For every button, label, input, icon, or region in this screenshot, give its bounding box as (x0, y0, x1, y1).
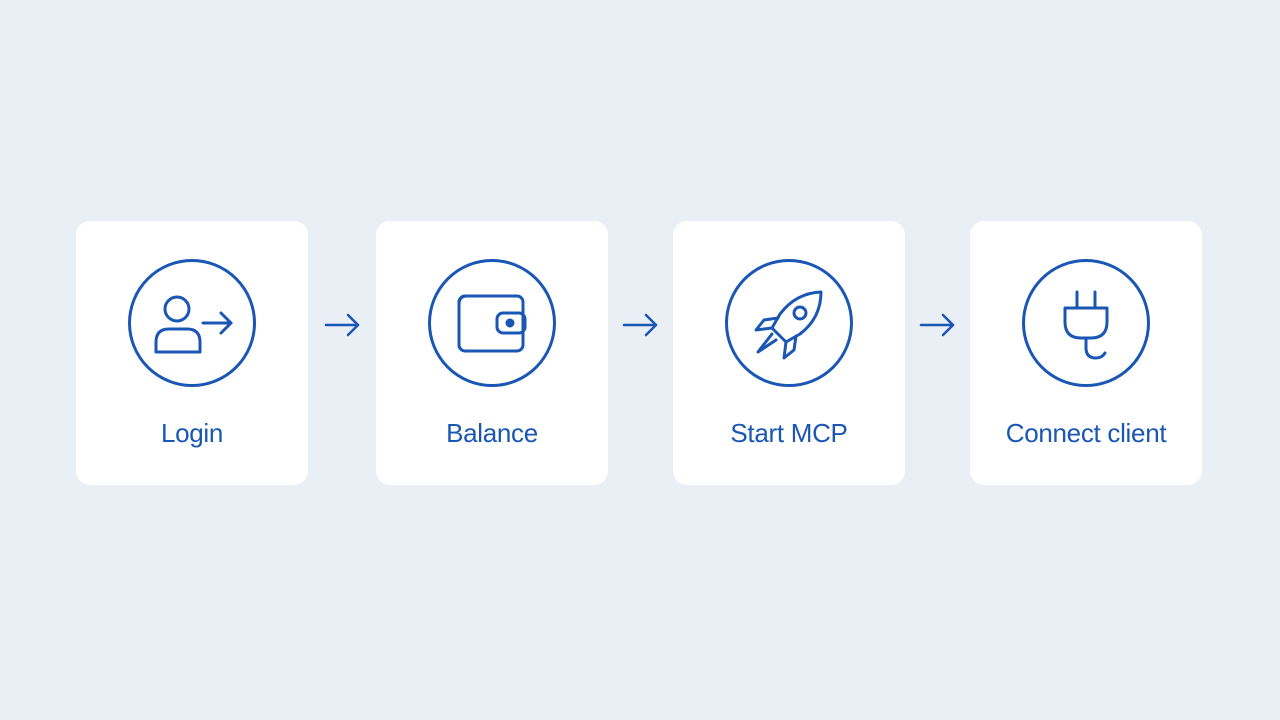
user-login-icon (128, 259, 256, 387)
step-label-login: Login (160, 418, 224, 448)
arrow-right-icon (322, 310, 362, 340)
arrow-right-icon (917, 310, 957, 340)
step-card-start-mcp: Start MCP (673, 221, 905, 485)
plug-icon (1022, 259, 1150, 387)
step-card-login: Login (76, 221, 308, 485)
step-label-balance: Balance (446, 418, 538, 448)
arrow-right-icon (620, 310, 660, 340)
wallet-icon (428, 259, 556, 387)
rocket-icon (725, 259, 853, 387)
step-label-connect-client: Connect client (1005, 418, 1167, 448)
step-card-balance: Balance (376, 221, 608, 485)
step-card-connect-client: Connect client (970, 221, 1202, 485)
step-label-start-mcp: Start MCP (730, 418, 848, 448)
